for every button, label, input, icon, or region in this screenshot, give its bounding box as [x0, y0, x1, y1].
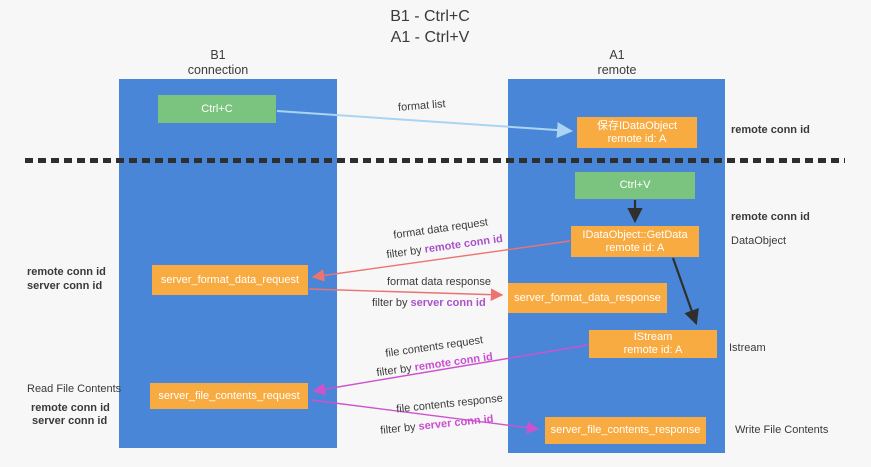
save-idataobject-node: 保存IDataObject remote id: A [577, 117, 697, 148]
server-conn-id-left-label-bottom: server conn id [32, 415, 108, 427]
server-conn-id-text: server conn id [410, 297, 486, 309]
filter-by-text: filter by [372, 297, 408, 309]
server-file-contents-request-label: server_file_contents_request [158, 389, 300, 402]
remote-conn-id-left-label-mid: remote conn id [27, 266, 106, 278]
istream-side-label: Istream [729, 342, 766, 354]
server-file-contents-response-label: server_file_contents_response [550, 424, 701, 436]
title-line-paste: A1 - Ctrl+V [390, 29, 470, 46]
b1-column-header: B1 connection [148, 48, 288, 78]
getdata-to-istream-arrow [671, 257, 699, 326]
ctrl-v-label: Ctrl+V [619, 179, 651, 191]
dataobject-side-label: DataObject [731, 235, 787, 247]
ctrl-v-node: Ctrl+V [575, 172, 695, 199]
save-idataobject-label: 保存IDataObject [596, 119, 678, 132]
read-file-contents-label: Read File Contents [27, 383, 122, 395]
server-format-data-response-node: server_format_data_response [508, 283, 667, 313]
file-contents-request-arrow [312, 344, 589, 396]
b1-subtitle: connection [187, 63, 249, 77]
istream-node: IStream remote id: A [589, 330, 717, 358]
server-format-data-request-label: server_format_data_request [160, 273, 300, 286]
remote-conn-id-side-label-mid: remote conn id [731, 211, 810, 223]
copy-paste-separator-line [25, 158, 845, 163]
title-line-copy: B1 - Ctrl+C [390, 8, 470, 25]
istream-label: IStream [633, 331, 673, 343]
server-file-contents-response-node: server_file_contents_response [545, 417, 706, 444]
a1-column-header: A1 remote [547, 48, 687, 78]
server-file-contents-request-node: server_file_contents_request [150, 383, 308, 409]
server-format-data-request-node: server_format_data_request [152, 265, 308, 295]
write-file-contents-label: Write File Contents [735, 424, 829, 436]
remote-conn-id-left-label-bottom: remote conn id [31, 402, 110, 414]
istream-remote-id: remote id: A [623, 344, 683, 356]
ctrl-c-label: Ctrl+C [201, 102, 233, 115]
file-contents-response-arrow [310, 399, 540, 434]
a1-subtitle: remote [597, 63, 637, 77]
getdata-label: IDataObject::GetData [582, 228, 688, 241]
server-conn-id-left-label-mid: server conn id [27, 280, 103, 292]
save-idataobject-remote-id: remote id: A [607, 132, 667, 145]
server-format-data-response-label: server_format_data_response [514, 291, 661, 304]
a1-name: A1 [609, 48, 625, 62]
idataobject-getdata-node: IDataObject::GetData remote id: A [571, 226, 699, 257]
diagram-title: B1 - Ctrl+C A1 - Ctrl+V [320, 6, 540, 48]
getdata-remote-id: remote id: A [605, 241, 665, 254]
format-data-request-arrow [311, 240, 571, 282]
format-data-response-arrow [308, 288, 504, 301]
b1-name: B1 [210, 48, 226, 62]
format-data-response-arrow-label: format data response [387, 276, 491, 288]
remote-conn-id-side-label-top: remote conn id [731, 124, 810, 136]
format-list-arrow [276, 110, 573, 139]
ctrl-c-node: Ctrl+C [158, 95, 276, 123]
